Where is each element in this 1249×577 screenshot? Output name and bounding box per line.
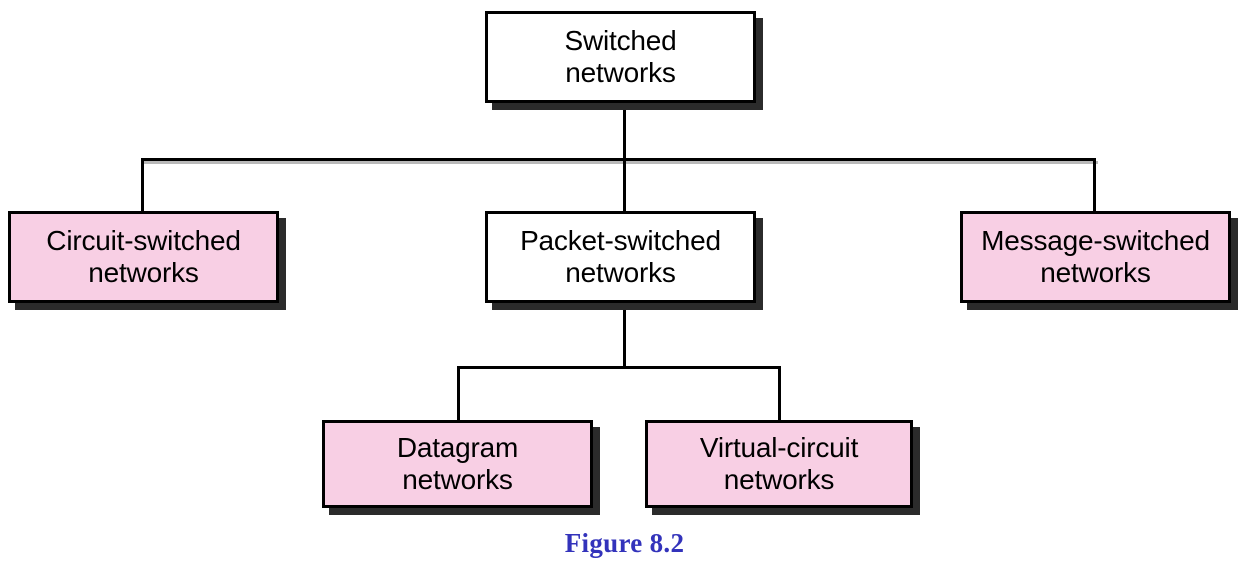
connector-root-stem	[623, 103, 626, 161]
connector-bus-level1	[141, 158, 1096, 161]
connector-bus-level2	[457, 366, 781, 369]
node-message-switched-networks[interactable]: Message-switched networks	[960, 211, 1231, 303]
node-circuit-switched-networks[interactable]: Circuit-switched networks	[8, 211, 279, 303]
node-packet-switched-networks[interactable]: Packet-switched networks	[485, 211, 756, 303]
connector-drop-packet	[623, 158, 626, 213]
node-datagram-networks[interactable]: Datagram networks	[322, 420, 593, 508]
connector-drop-circuit	[141, 158, 144, 213]
node-label: Packet-switched networks	[520, 224, 721, 288]
connector-packet-stem	[623, 303, 626, 369]
node-label: Message-switched networks	[981, 224, 1210, 288]
node-label: Circuit-switched networks	[46, 224, 241, 288]
connector-drop-datagram	[457, 366, 460, 422]
connector-bus-level1-shadow	[143, 161, 1098, 164]
node-label: Virtual-circuit networks	[699, 431, 859, 495]
node-label: Switched networks	[564, 24, 677, 88]
node-switched-networks[interactable]: Switched networks	[485, 11, 756, 103]
connector-drop-virtual-circuit	[778, 366, 781, 422]
node-label: Datagram networks	[396, 431, 519, 495]
figure-caption: Figure 8.2	[564, 528, 685, 558]
node-virtual-circuit-networks[interactable]: Virtual-circuit networks	[645, 420, 913, 508]
connector-drop-message	[1093, 158, 1096, 213]
